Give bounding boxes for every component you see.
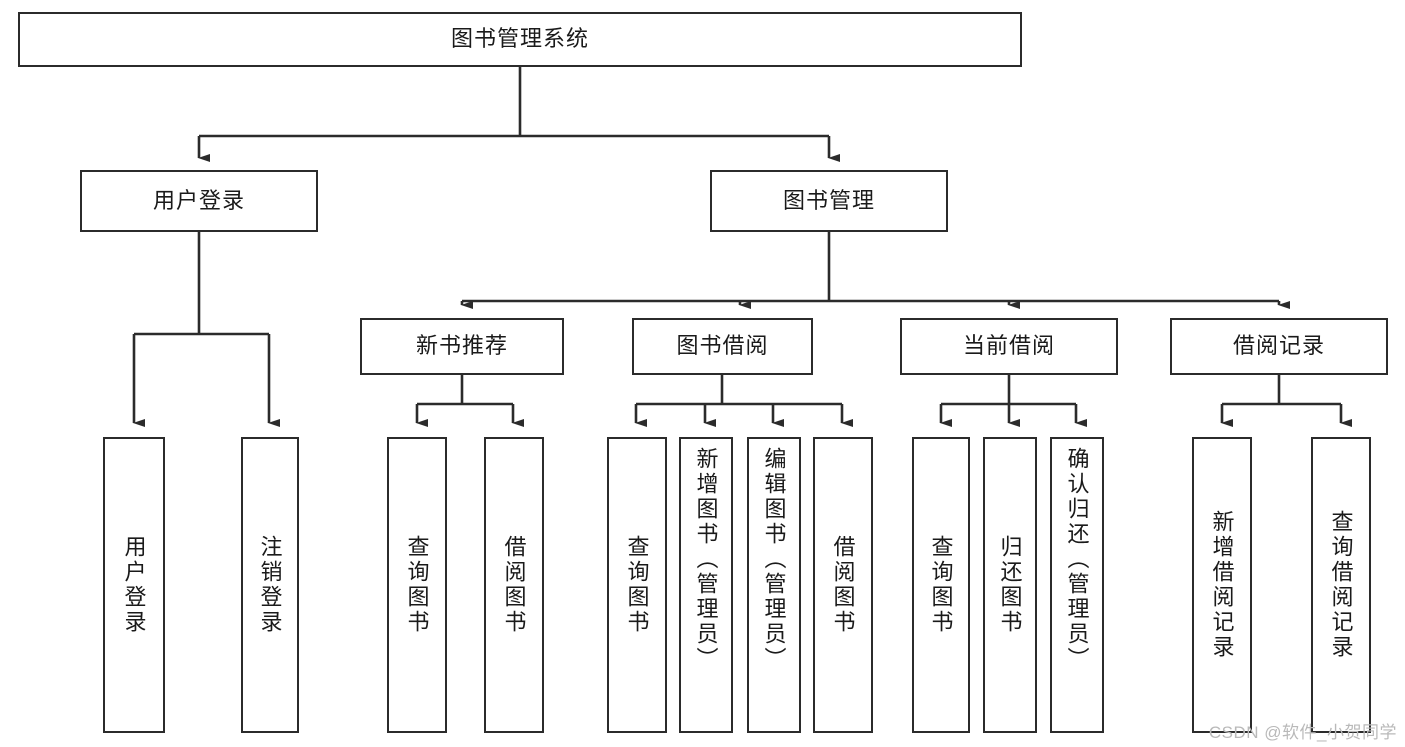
node-label: 查询图书 [928, 535, 954, 635]
leaf-borrow-record-add-record[interactable]: 新增借阅记录 [1192, 437, 1252, 733]
node-label: 图书管理系统 [450, 26, 589, 52]
node-label: 新增图书（管理员） [693, 447, 719, 672]
node-label: 新增借阅记录 [1209, 510, 1235, 660]
leaf-current-borrow-return-book[interactable]: 归还图书 [983, 437, 1037, 733]
node-root-book-management-system[interactable]: 图书管理系统 [18, 12, 1022, 67]
leaf-user-login[interactable]: 用户登录 [103, 437, 165, 733]
node-label: 归还图书 [997, 535, 1023, 635]
leaf-book-borrow-borrow-book[interactable]: 借阅图书 [813, 437, 873, 733]
node-book-management[interactable]: 图书管理 [710, 170, 948, 232]
leaf-current-borrow-confirm-return-admin[interactable]: 确认归还（管理员） [1050, 437, 1104, 733]
node-label: 注销登录 [257, 535, 283, 635]
csdn-watermark: CSDN @软件_小贺同学 [1208, 723, 1397, 742]
node-label: 新书推荐 [415, 333, 508, 359]
node-book-borrowing[interactable]: 图书借阅 [632, 318, 813, 375]
node-label: 图书借阅 [676, 333, 769, 359]
node-label: 用户登录 [121, 535, 147, 635]
node-label: 用户登录 [152, 187, 245, 213]
node-label: 当前借阅 [962, 333, 1055, 359]
node-user-login[interactable]: 用户登录 [80, 170, 318, 232]
leaf-current-borrow-query-book[interactable]: 查询图书 [912, 437, 970, 733]
node-label: 图书管理 [782, 187, 875, 213]
leaf-book-borrow-add-book-admin[interactable]: 新增图书（管理员） [679, 437, 733, 733]
leaf-user-logout[interactable]: 注销登录 [241, 437, 299, 733]
node-current-borrowing[interactable]: 当前借阅 [900, 318, 1118, 375]
leaf-new-book-borrow-book[interactable]: 借阅图书 [484, 437, 544, 733]
node-label: 查询借阅记录 [1328, 510, 1354, 660]
node-label: 编辑图书（管理员） [761, 447, 787, 672]
node-label: 查询图书 [624, 535, 650, 635]
node-label: 确认归还（管理员） [1064, 447, 1090, 672]
node-new-book-recommendation[interactable]: 新书推荐 [360, 318, 564, 375]
leaf-borrow-record-query-record[interactable]: 查询借阅记录 [1311, 437, 1371, 733]
node-borrowing-record[interactable]: 借阅记录 [1170, 318, 1388, 375]
node-label: 借阅记录 [1232, 333, 1325, 359]
leaf-book-borrow-edit-book-admin[interactable]: 编辑图书（管理员） [747, 437, 801, 733]
leaf-new-book-query-book[interactable]: 查询图书 [387, 437, 447, 733]
node-label: 借阅图书 [830, 535, 856, 635]
node-label: 查询图书 [404, 535, 430, 635]
node-label: 借阅图书 [501, 535, 527, 635]
leaf-book-borrow-query-book[interactable]: 查询图书 [607, 437, 667, 733]
